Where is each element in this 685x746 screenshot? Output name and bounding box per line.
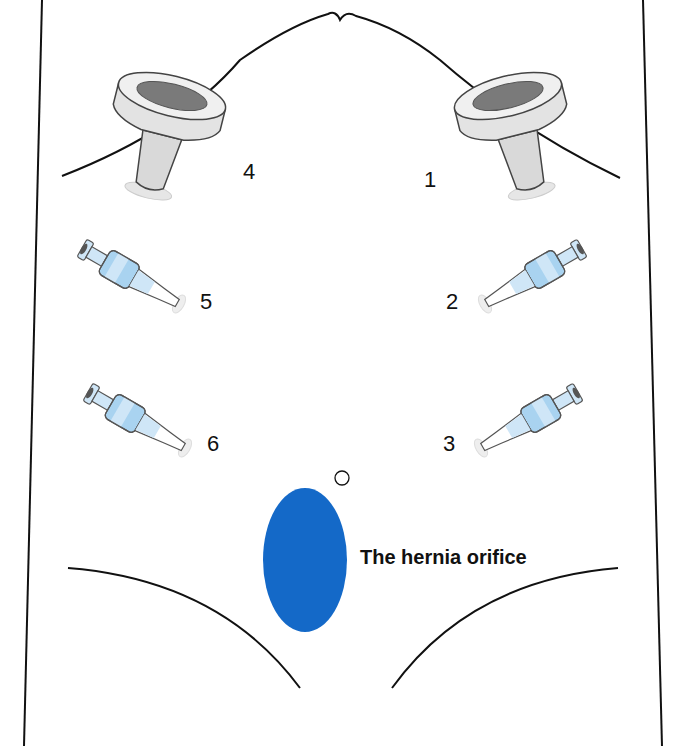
callout-number: 3 <box>443 432 455 456</box>
callout-number: 2 <box>446 290 458 314</box>
callout-number: 6 <box>207 432 219 456</box>
callout-number: 5 <box>200 290 212 314</box>
callout-number: 1 <box>424 168 436 192</box>
callout-number: 4 <box>243 160 255 184</box>
region-label: The hernia orifice <box>360 546 527 568</box>
